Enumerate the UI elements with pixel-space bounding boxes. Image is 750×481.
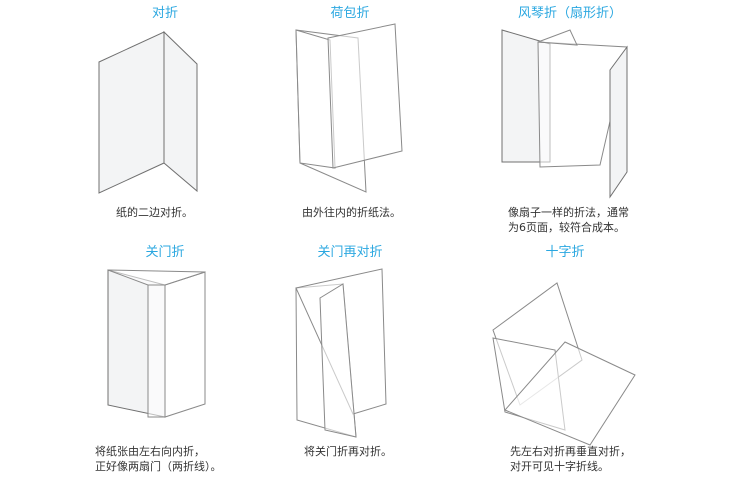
title-accordion-fold: 风琴折（扇形折） — [517, 6, 622, 21]
desc-gate-fold: 将纸张由左右向内折， 正好像两扇门（两折线）。 — [95, 445, 222, 473]
gate-fold-left-flap — [147, 284, 166, 418]
title-bi-fold: 对折 — [151, 6, 178, 21]
double-gate-fold-middle-panel — [319, 283, 357, 438]
accordion-fold-illustration — [501, 29, 628, 199]
pocket-fold-illustration — [295, 23, 403, 193]
bi-fold-left-panel — [98, 31, 165, 194]
desc-double-gate-fold: 将关门折再对折。 — [304, 445, 392, 458]
title-double-gate-fold: 关门再对折 — [317, 245, 383, 260]
gate-fold-top-edge — [107, 269, 206, 286]
gate-fold-illustration — [107, 269, 206, 418]
pocket-fold-front-panel — [327, 23, 403, 169]
accordion-fold-panel-3 — [537, 29, 578, 46]
desc-bi-fold: 纸的二边对折。 — [116, 206, 193, 219]
cross-fold-bottom-sheet — [504, 341, 636, 446]
title-pocket-fold: 荷包折 — [330, 6, 370, 21]
desc-accordion-fold: 像扇子一样的折法，通常 为6页面，较符合成本。 — [508, 206, 629, 234]
accordion-fold-panel-4 — [609, 45, 628, 199]
accordion-fold-panel-2 — [537, 41, 628, 168]
title-cross-fold: 十字折 — [545, 245, 585, 260]
double-gate-fold-illustration — [295, 268, 387, 438]
desc-pocket-fold: 由外往内的折纸法。 — [302, 206, 401, 219]
title-gate-fold: 关门折 — [145, 245, 185, 260]
bi-fold-right-panel — [163, 30, 198, 193]
bi-fold-illustration — [98, 30, 198, 194]
gate-fold-right-flap — [164, 271, 206, 418]
desc-cross-fold: 先左右对折再垂直对折， 对开可见十字折线。 — [510, 445, 631, 473]
cross-fold-illustration — [492, 282, 636, 446]
